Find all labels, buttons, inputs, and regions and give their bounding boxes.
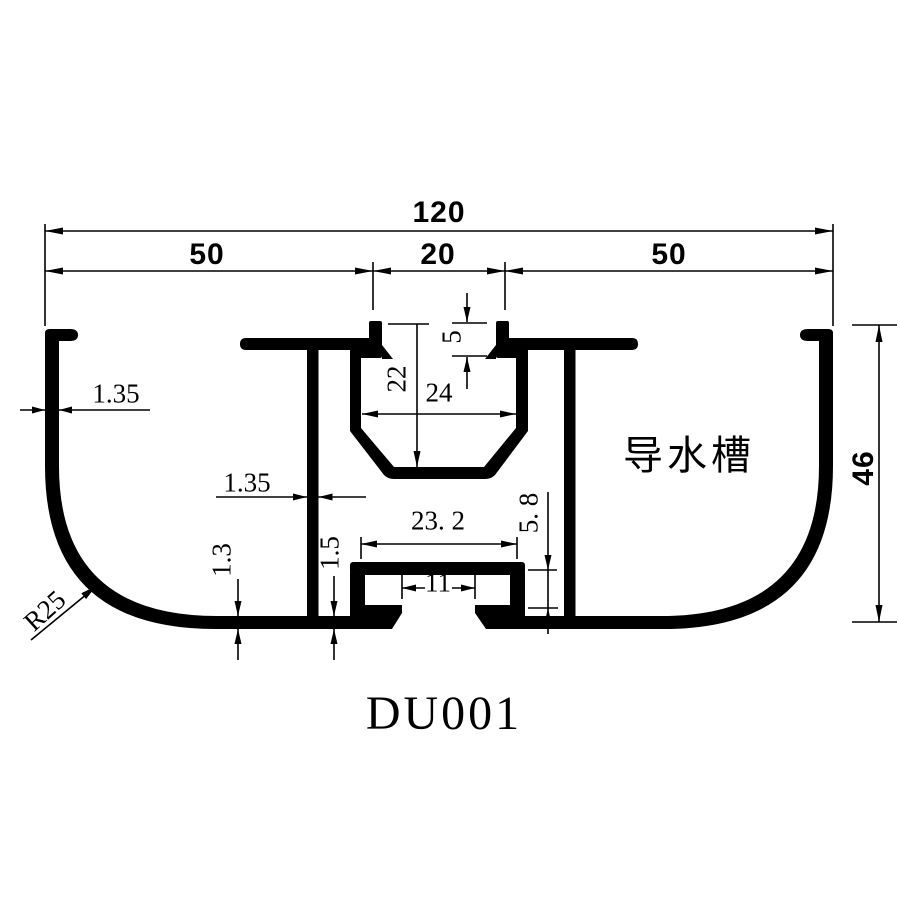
arrow-5-8-up xyxy=(544,608,552,623)
dimension-lines xyxy=(20,224,897,660)
dim-label-base-thickness: 1.3 xyxy=(206,543,237,577)
arrow-base-down xyxy=(234,601,242,616)
arrow-50l-left xyxy=(45,267,63,275)
leader-line-r25 xyxy=(30,588,94,641)
dim-label-center-span: 20 xyxy=(420,238,456,271)
arrow-23-2-left xyxy=(361,540,377,548)
arrow-base2-up xyxy=(330,629,338,644)
arrow-50r-left xyxy=(505,267,523,275)
arrow-46-down xyxy=(875,605,883,622)
left-wall-and-base-shape xyxy=(45,329,392,629)
rail-left-wall xyxy=(350,573,365,629)
dim-label-rail-cavity-height: 5. 8 xyxy=(513,492,544,534)
dim-label-channel-depth: 22 xyxy=(381,365,412,393)
left-flange-shape xyxy=(240,338,372,350)
arrow-wall-inner xyxy=(59,406,72,414)
channel-label-cjk: 导水槽 xyxy=(623,433,755,478)
left-stem-shape xyxy=(307,348,319,618)
arrow-11-right xyxy=(461,584,475,592)
dimension-arrowheads xyxy=(32,227,883,644)
arrow-22-down xyxy=(413,451,421,467)
left-hook-wedge xyxy=(382,345,393,359)
arrow-wall-outer xyxy=(32,406,45,414)
arrow-46-up xyxy=(875,325,883,342)
arrow-24-left xyxy=(362,410,378,418)
arrow-23-2-right xyxy=(501,540,517,548)
dim-label-stem-thickness: 1.35 xyxy=(223,467,271,498)
dim-label-left-span: 50 xyxy=(189,238,225,271)
dim-label-total-width: 120 xyxy=(412,196,466,229)
dim-label-hook-height: 5 xyxy=(436,330,467,344)
profile-geometry xyxy=(45,321,833,629)
arrow-stem-left xyxy=(293,493,307,501)
arrow-5-8-down xyxy=(544,555,552,570)
dim-label-wall-thickness: 1.35 xyxy=(92,378,140,409)
rail-top-plate xyxy=(350,562,525,575)
arrow-base2-down xyxy=(330,601,338,616)
dim-label-rail-width: 23. 2 xyxy=(411,505,465,536)
dim-label-channel-width: 24 xyxy=(425,377,453,408)
arrow-5-down xyxy=(463,307,471,322)
right-flange-shape xyxy=(506,338,638,350)
right-hook-tip xyxy=(506,347,518,358)
dim-label-right-span: 50 xyxy=(651,238,687,271)
arrow-r25 xyxy=(81,586,96,600)
arrow-50r-right xyxy=(815,267,833,275)
part-number: DU001 xyxy=(365,687,523,740)
rail-right-foot xyxy=(475,605,510,629)
arrow-11-left xyxy=(402,584,416,592)
left-hook-stub xyxy=(369,321,382,358)
arrow-stem-right xyxy=(318,493,333,501)
right-hook-wedge xyxy=(485,345,496,359)
right-hook-stub xyxy=(496,321,509,358)
dim-label-base-thickness-center: 1.5 xyxy=(314,536,345,570)
arrow-base-up xyxy=(234,629,242,644)
left-hook-tip xyxy=(360,347,372,358)
right-wall-and-base-shape xyxy=(486,329,833,629)
arrow-20-left xyxy=(373,267,391,275)
arrow-20-right xyxy=(487,267,505,275)
arrow-5-up xyxy=(463,357,471,372)
right-stem-shape xyxy=(564,348,576,618)
rail-right-wall xyxy=(510,573,525,629)
dim-label-slot-width: 11 xyxy=(425,567,451,598)
arrow-120-right xyxy=(815,227,833,235)
arrow-50l-right xyxy=(355,267,373,275)
arrow-24-right xyxy=(500,410,516,418)
dim-label-height: 46 xyxy=(847,450,880,486)
rail-left-foot xyxy=(365,605,402,629)
arrow-120-left xyxy=(45,227,63,235)
